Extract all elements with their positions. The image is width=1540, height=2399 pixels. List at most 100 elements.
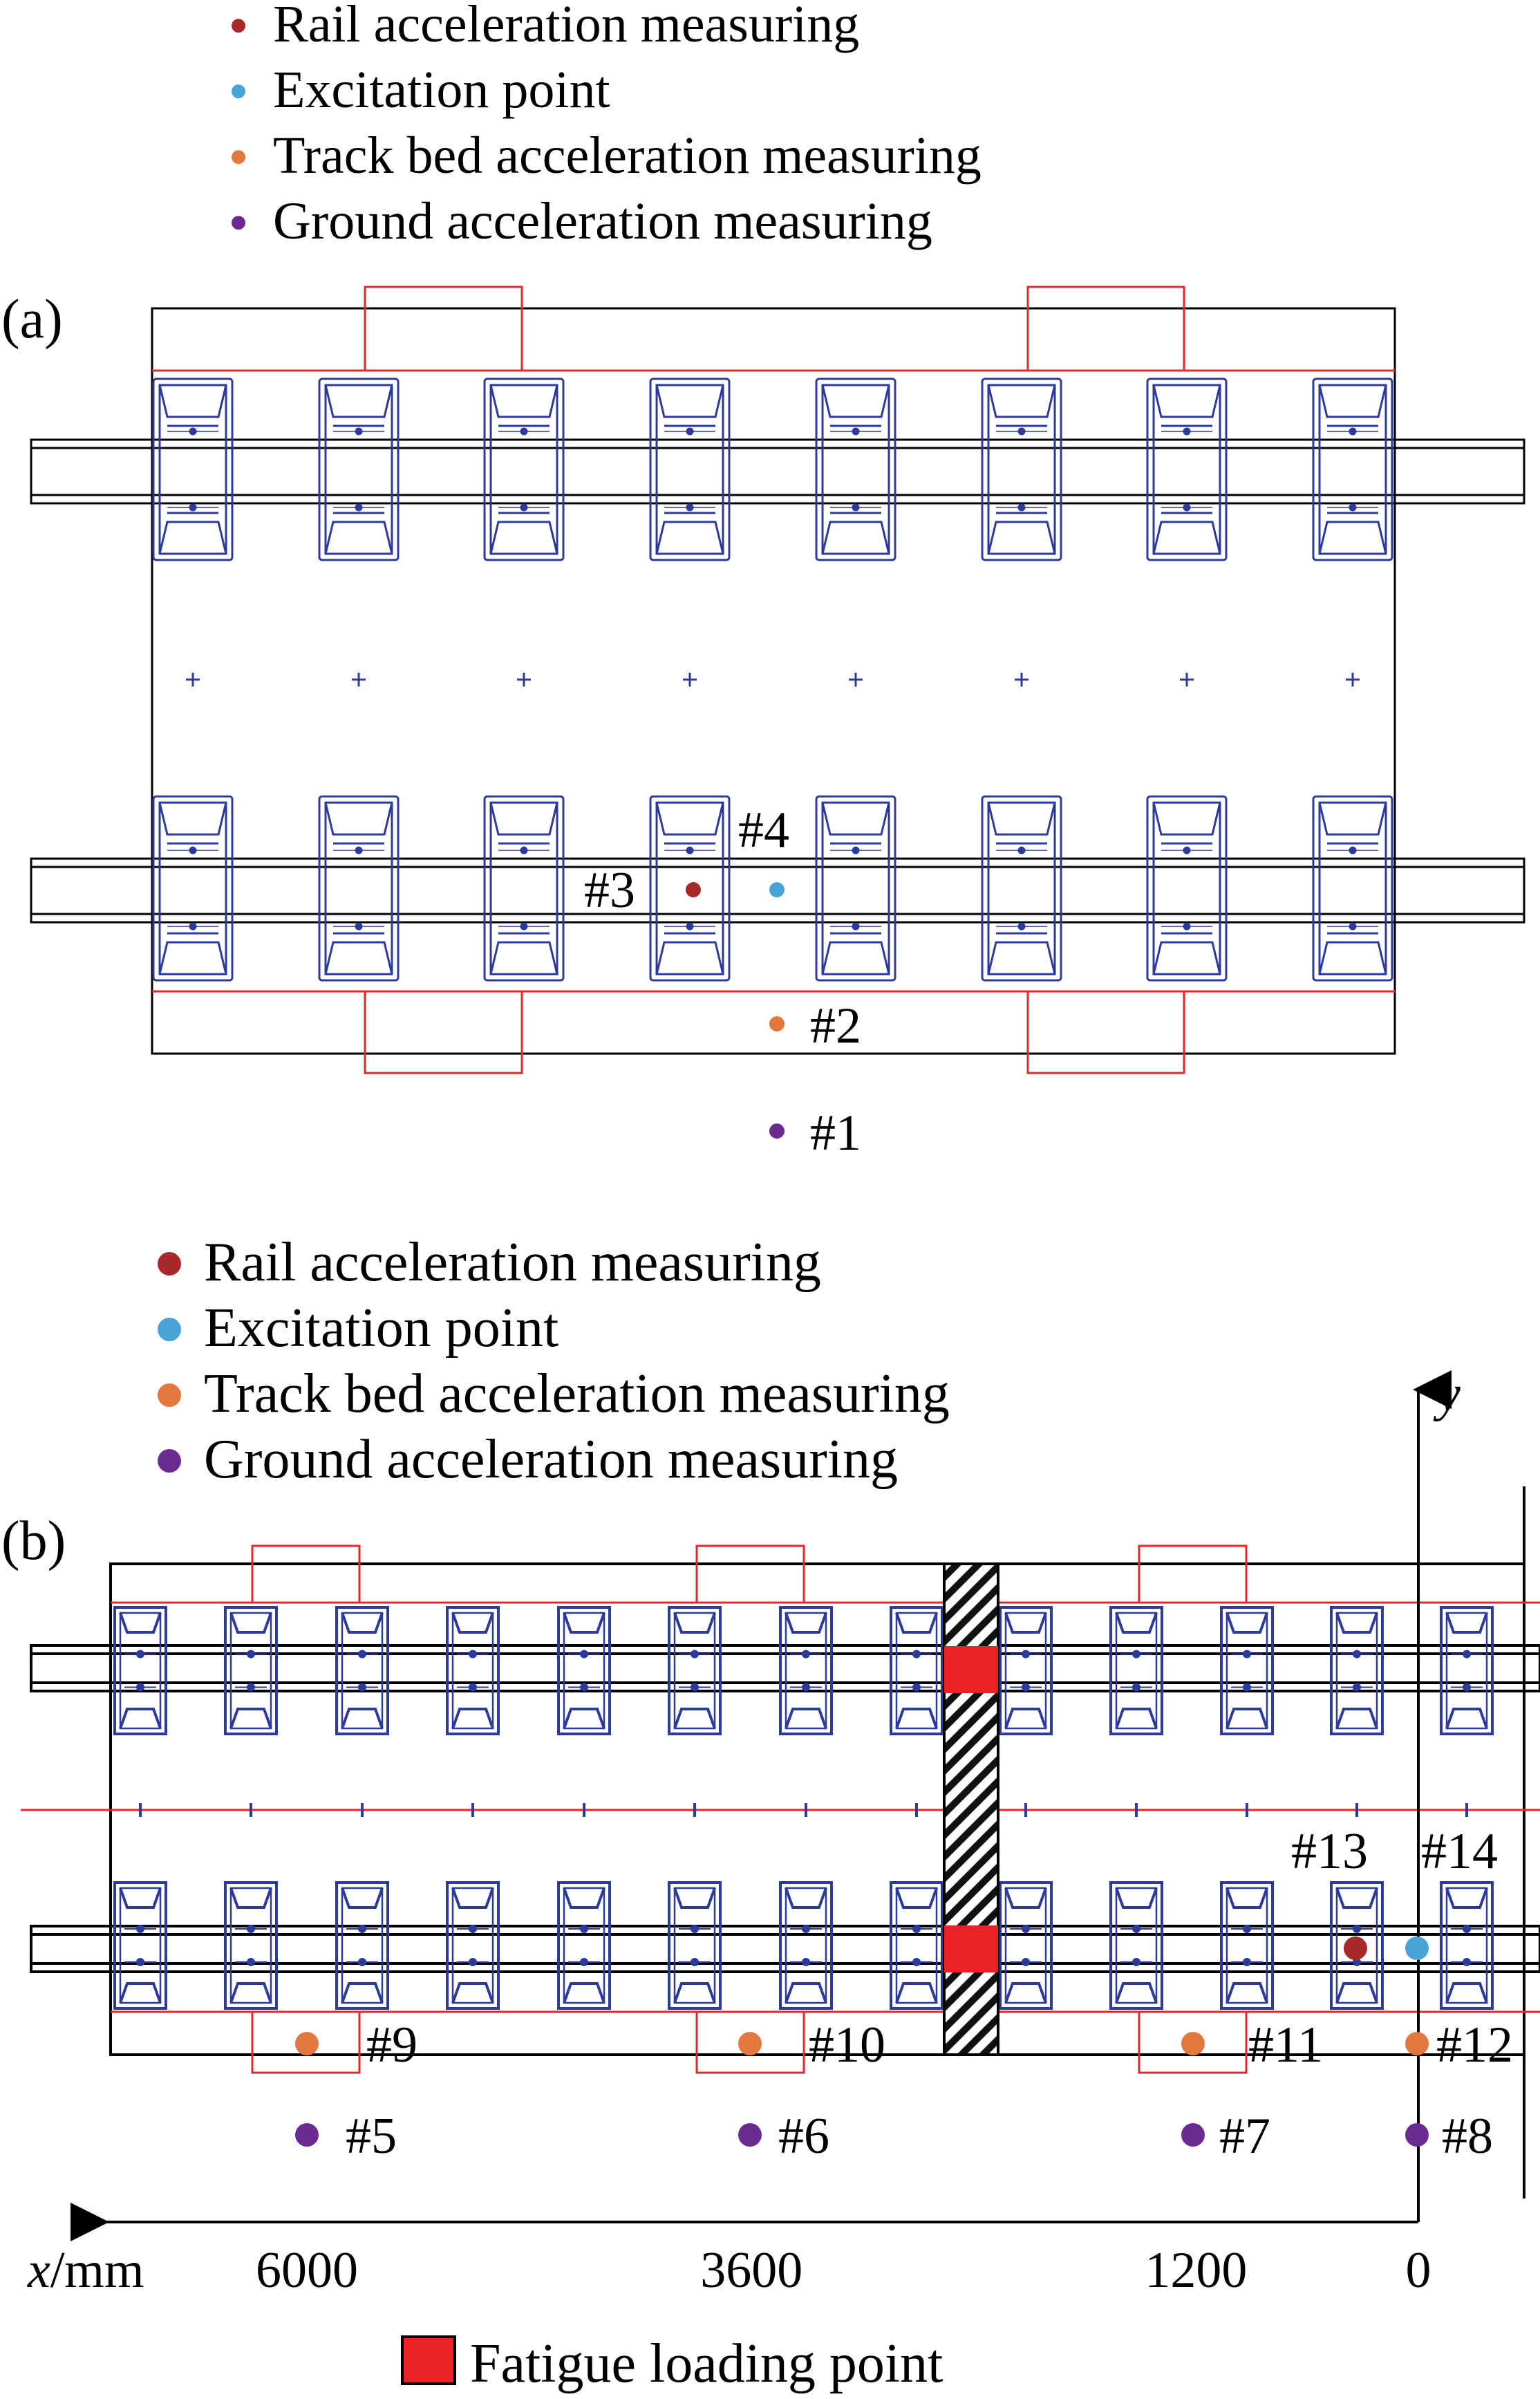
panel-a-sleeper — [1312, 377, 1393, 561]
panel-b-sleeper — [557, 1881, 611, 2010]
panel-b-legend-dot-rail-acc — [158, 1252, 181, 1276]
panel-b-sleeper — [446, 1881, 500, 2010]
point-11-marker — [1181, 2032, 1205, 2055]
panel-a-legend-dot-track-bed — [232, 150, 245, 165]
panel-b-sleeper — [890, 1606, 943, 1735]
panel-a-legend-text-ground: Ground acceleration measuring — [273, 192, 932, 250]
point-10-label: #10 — [809, 2017, 885, 2073]
panel-b-base-lines — [21, 1544, 1540, 2074]
panel-b-sleeper — [113, 1881, 167, 2010]
panel-a-sleeper — [815, 795, 896, 982]
panel-a-legend-dot-excitation — [232, 84, 245, 99]
point-12-marker — [1405, 2032, 1429, 2055]
x-axis-tick-labels: 6000 3600 1200 0 — [256, 2242, 1431, 2299]
panel-b-sleeper — [1330, 1606, 1384, 1735]
panel-a-legend-text-track-bed: Track bed acceleration measuring — [273, 127, 982, 185]
point-3-label: #3 — [584, 862, 635, 919]
y-axis-label: y — [1433, 1365, 1461, 1422]
panel-b-sleeper — [557, 1606, 611, 1735]
point-4-label: #4 — [738, 802, 789, 859]
panel-b-center-marks — [139, 1803, 1468, 1817]
point-5-marker — [295, 2123, 319, 2147]
point-13-marker — [1344, 1936, 1367, 1960]
point-5-label: #5 — [346, 2108, 397, 2165]
panel-a-center-cross — [1346, 673, 1360, 687]
panel-a-sleeper — [152, 795, 234, 982]
panel-b-sleeper — [1109, 1881, 1163, 2010]
panel-b-sleeper — [113, 1606, 167, 1735]
panel-a-sleeper — [815, 377, 896, 561]
panel-b-legend-text-ground: Ground acceleration measuring — [204, 1429, 898, 1490]
panel-a-sleeper — [649, 377, 731, 561]
panel-a-sleeper — [152, 377, 234, 561]
panel-a-sleeper — [1146, 795, 1228, 982]
panel-b-sleeper — [335, 1881, 389, 2010]
panel-a-sleeper — [483, 377, 565, 561]
x-tick-label: 0 — [1406, 2242, 1431, 2299]
point-11-label: #11 — [1248, 2017, 1323, 2073]
fatigue-legend-swatch — [401, 2335, 456, 2385]
panel-a-sleepers — [152, 377, 1393, 982]
panel-a-sleeper — [483, 795, 565, 982]
x-tick-label: 6000 — [256, 2242, 358, 2299]
point-6-marker — [738, 2123, 762, 2147]
panel-a-center-cross — [849, 673, 863, 687]
point-7-label: #7 — [1219, 2108, 1270, 2165]
panel-a-center-cross — [517, 673, 531, 687]
x-axis-label: x/mm — [27, 2242, 144, 2299]
panel-a-label: (a) — [1, 289, 63, 350]
point-2-marker — [769, 1016, 785, 1032]
panel-b-sleeper — [1440, 1606, 1494, 1735]
fatigue-point-bottom — [944, 1925, 998, 1972]
panel-a-sleeper — [318, 377, 400, 561]
fatigue-point-top — [944, 1646, 998, 1693]
panel-a-center-cross — [683, 673, 697, 687]
panel-b-sleeper — [668, 1606, 722, 1735]
panel-a-rail-top — [30, 438, 1525, 505]
panel-b-sleeper — [1220, 1881, 1274, 2010]
point-7-marker — [1181, 2123, 1205, 2147]
panel-a-sleeper — [1312, 795, 1393, 982]
point-12-label: #12 — [1436, 2017, 1513, 2073]
loading-beam — [943, 1562, 999, 2056]
panel-b-legend-text-rail-acc: Rail acceleration measuring — [204, 1232, 821, 1293]
panel-a-sleeper — [318, 795, 400, 982]
panel-b-sleeper — [1109, 1606, 1163, 1735]
panel-a-center-cross — [352, 673, 366, 687]
panel-a-sleeper — [1146, 377, 1228, 561]
point-10-marker — [738, 2032, 762, 2055]
x-tick-label: 1200 — [1145, 2242, 1247, 2299]
fatigue-legend-label: Fatigue loading point — [470, 2333, 943, 2394]
point-4-marker — [769, 882, 785, 897]
point-6-label: #6 — [778, 2108, 829, 2165]
panel-b-sleeper — [890, 1881, 943, 2010]
x-tick-label: 3600 — [700, 2242, 802, 2299]
panel-b-sleeper — [446, 1606, 500, 1735]
panel-b-sleeper — [1440, 1881, 1494, 2010]
panel-b-sleeper — [224, 1881, 278, 2010]
panel-b-sleeper — [779, 1606, 833, 1735]
panel-b-sleeper — [999, 1606, 1053, 1735]
panel-b-sleeper — [779, 1881, 833, 2010]
panel-b-legend-dot-excitation — [158, 1318, 181, 1341]
panel-b-label: (b) — [1, 1511, 66, 1571]
panel-a-legend-dot-rail-acc — [232, 19, 245, 33]
point-8-marker — [1405, 2123, 1429, 2147]
panel-b-sleeper — [1220, 1606, 1274, 1735]
panel-a-legend-text-rail-acc: Rail acceleration measuring — [273, 0, 859, 53]
point-2-label: #2 — [810, 998, 861, 1054]
panel-a-legend-dot-ground — [232, 216, 245, 230]
panel-a-sleeper — [981, 795, 1062, 982]
panel-a-sleeper — [981, 377, 1062, 561]
panel-a-center-marks — [186, 673, 1360, 687]
panel-b-legend-dot-track-bed — [158, 1383, 181, 1407]
panel-b-sleeper — [335, 1606, 389, 1735]
panel-b-legend-text-excitation: Excitation point — [204, 1298, 558, 1359]
panel-a-rail-bottom — [30, 857, 1525, 924]
panel-a-legend-text-excitation: Excitation point — [273, 61, 610, 119]
panel-a-sleeper — [649, 795, 731, 982]
panel-a-center-cross — [1180, 673, 1194, 687]
